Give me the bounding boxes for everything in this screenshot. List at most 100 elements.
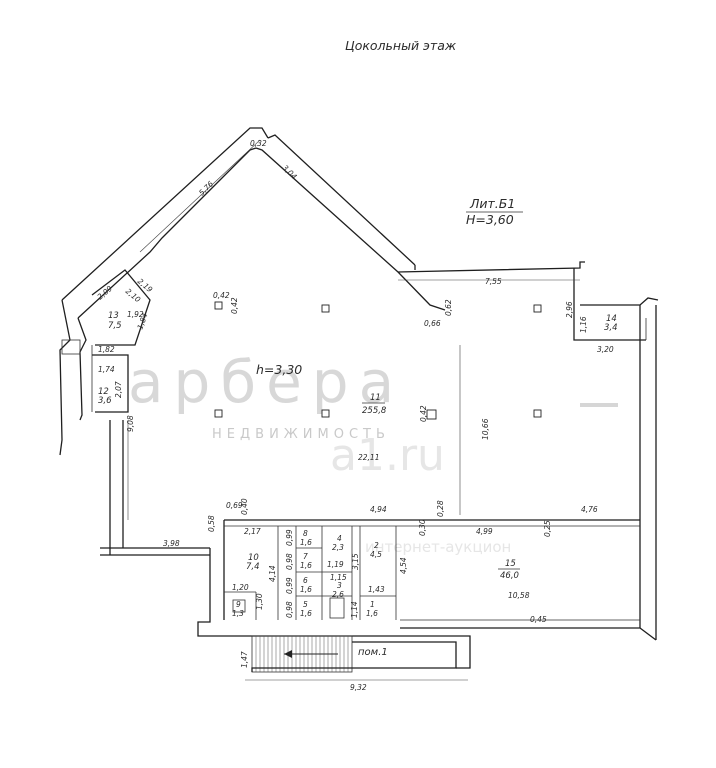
dim-066: 0,66	[424, 319, 441, 328]
dim-320: 3,20	[597, 345, 614, 354]
dim-209: 2,09	[96, 284, 115, 302]
dim-045: 0,45	[530, 615, 547, 624]
room5-area: 1,6	[300, 609, 312, 618]
watermark-faint-auction: интернет-аукцион	[365, 538, 511, 556]
wall-left-edge	[59, 299, 71, 456]
dim-028: 0,28	[436, 500, 445, 517]
dim-130: 1,30	[255, 593, 264, 610]
room13-walls	[91, 269, 151, 346]
dim-032: 0,32	[250, 139, 267, 148]
room12-area: 3,6	[98, 396, 112, 406]
room4-area: 2,3	[332, 543, 344, 552]
dim-058: 0,58	[207, 515, 216, 532]
left-niche	[61, 339, 81, 355]
dim-192: 1,92	[127, 310, 144, 319]
room2-number: 2	[374, 541, 379, 550]
wall-left-wing-inner	[77, 147, 257, 319]
entrance-stairs	[251, 635, 353, 673]
dim-147: 1,47	[240, 651, 249, 668]
watermark-faint-site: a1.ru	[330, 430, 445, 481]
watermark-subtitle: НЕДВИЖИМОСТЬ	[212, 427, 390, 442]
room7-number: 7	[303, 552, 308, 561]
wall-right-top	[580, 297, 659, 306]
room7-area: 1,6	[300, 561, 312, 570]
room2-area: 4,5	[370, 550, 382, 559]
room9-number: 9	[236, 600, 241, 609]
dim-315: 3,15	[351, 553, 360, 570]
dim-1066: 10,66	[481, 418, 490, 440]
dim-207: 2,07	[114, 381, 123, 398]
dim-098b: 0,98	[285, 601, 294, 618]
dim-755: 7,55	[485, 277, 502, 286]
entrance-label: пом.1	[358, 647, 388, 658]
entrance-landing	[251, 641, 457, 672]
liter-label: Лит.Б1	[469, 196, 515, 211]
dim-143: 1,43	[368, 585, 385, 594]
dim-115: 1,15	[330, 573, 347, 582]
dim-040: 0,40	[240, 498, 249, 515]
room15-number: 15	[505, 559, 516, 569]
dim-042c: 0,42	[419, 405, 428, 422]
room13-area: 7,5	[108, 321, 122, 331]
room11-area: 255,8	[362, 406, 387, 416]
dim-174: 1,74	[98, 365, 115, 374]
room10-area: 7,4	[246, 562, 260, 572]
room3-area: 2,6	[332, 590, 344, 599]
dim-116: 1,16	[579, 316, 588, 333]
dim-025: 0,25	[543, 520, 552, 537]
room3-number: 3	[337, 581, 342, 590]
dim-030: 0,30	[418, 519, 427, 536]
room1-number: 1	[370, 600, 375, 609]
wall-diagonal-right-outer	[267, 134, 416, 266]
dim-042a: 0,42	[213, 291, 230, 300]
room6-area: 1,6	[300, 585, 312, 594]
dim-499: 4,99	[476, 527, 493, 536]
wall-lower-left	[197, 548, 240, 637]
room12-walls	[92, 354, 129, 413]
dim-1058: 10,58	[508, 591, 530, 600]
dim-210: 2,10	[124, 287, 143, 305]
dim-099b: 0,99	[285, 577, 294, 594]
room11-height: h=3,30	[256, 362, 302, 377]
dim-062: 0,62	[444, 299, 453, 316]
wall-left-edge-inner	[77, 317, 87, 421]
wall-top-right	[397, 261, 585, 273]
watermark-brand: арбера	[128, 348, 404, 416]
room9-area: 1,3	[232, 609, 244, 618]
dim-2211: 22,11	[358, 453, 379, 462]
room1-area: 1,6	[366, 609, 378, 618]
wall-bottom-right	[400, 627, 657, 641]
dim-398: 3,98	[163, 539, 180, 548]
dim-099a: 0,99	[285, 529, 294, 546]
dim-182: 1,82	[98, 345, 115, 354]
room8-number: 8	[303, 529, 308, 538]
room14-area: 3,4	[604, 323, 618, 333]
room13-number: 13	[108, 311, 119, 321]
floor-title: Цокольный этаж	[345, 38, 457, 53]
room14-number: 14	[606, 314, 617, 324]
room6-number: 6	[303, 576, 308, 585]
dim-454: 4,54	[399, 557, 408, 574]
dim-120: 1,20	[232, 583, 249, 592]
dim-932: 9,32	[350, 683, 367, 692]
room8-area: 1,6	[300, 538, 312, 547]
room4-number: 4	[337, 534, 342, 543]
height-label: H=3,60	[466, 212, 514, 227]
dim-414: 4,14	[268, 565, 277, 582]
dim-119: 1,19	[327, 560, 344, 569]
room10-number: 10	[248, 553, 259, 563]
room5-number: 5	[303, 600, 308, 609]
wall-bottom	[240, 635, 471, 669]
dim-line-576	[139, 139, 261, 253]
dim-069: 0,69	[226, 501, 243, 510]
dim-304: 3,04	[281, 163, 299, 181]
wall-left-wing-outer	[61, 127, 269, 301]
dim-219: 2,19	[136, 277, 155, 295]
dim-114: 1,14	[350, 601, 359, 618]
dim-494: 4,94	[370, 505, 387, 514]
dim-217: 2,17	[244, 527, 261, 536]
room12-number: 12	[98, 387, 109, 397]
columns	[214, 301, 542, 420]
dim-296: 2,96	[565, 301, 574, 318]
